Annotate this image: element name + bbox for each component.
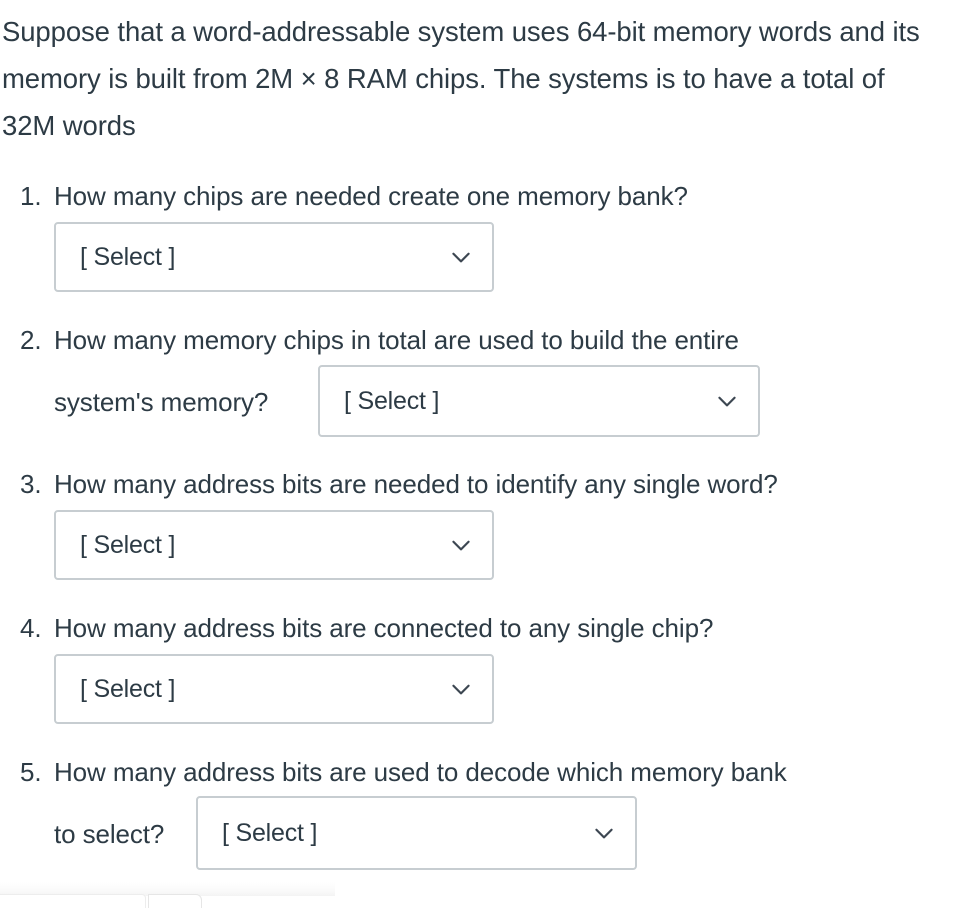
question-3-line: 3. How many address bits are needed to i… — [0, 464, 964, 504]
question-5-select-value: [ Select ] — [222, 818, 318, 847]
question-stem-text: Suppose that a word-addressable system u… — [2, 16, 928, 141]
question-2-select-value: [ Select ] — [344, 386, 440, 415]
question-4-text: How many address bits are connected to a… — [54, 613, 714, 643]
question-item-4: 4. How many address bits are connected t… — [0, 608, 964, 648]
question-2-select[interactable]: [ Select ] — [318, 365, 760, 437]
question-3-select-value: [ Select ] — [80, 530, 176, 559]
question-5-line-1: 5. How many address bits are used to dec… — [0, 752, 964, 792]
question-2-line-1: 2. How many memory chips in total are us… — [0, 320, 964, 360]
question-5-text-line-1: How many address bits are used to decode… — [54, 757, 787, 787]
question-4-line: 4. How many address bits are connected t… — [0, 608, 964, 648]
question-3-select[interactable]: [ Select ] — [54, 510, 494, 580]
question-5-number: 5. — [20, 757, 42, 787]
question-1-select[interactable]: [ Select ] — [54, 222, 494, 292]
question-3-number: 3. — [20, 469, 42, 499]
question-4-number: 4. — [20, 613, 42, 643]
question-1-text: How many chips are needed create one mem… — [54, 181, 688, 211]
question-item-3: 3. How many address bits are needed to i… — [0, 464, 964, 504]
chevron-down-icon — [448, 244, 474, 270]
chevron-down-icon — [448, 676, 474, 702]
question-1-number: 1. — [20, 181, 42, 211]
question-4-select-value: [ Select ] — [80, 674, 176, 703]
chevron-down-icon — [714, 388, 740, 414]
question-5-text-line-2: to select? — [54, 819, 165, 849]
question-1-line: 1. How many chips are needed create one … — [0, 176, 964, 216]
question-2-text-line-2: system's memory? — [54, 387, 269, 417]
question-item-1: 1. How many chips are needed create one … — [0, 176, 964, 216]
question-3-text: How many address bits are needed to iden… — [54, 469, 778, 499]
question-item-5: 5. How many address bits are used to dec… — [0, 752, 964, 854]
question-2-line-2: system's memory? — [0, 382, 964, 422]
question-item-2: 2. How many memory chips in total are us… — [0, 320, 964, 422]
question-2-text-line-1: How many memory chips in total are used … — [54, 325, 739, 355]
question-1-select-value: [ Select ] — [80, 242, 176, 271]
chevron-down-icon — [448, 532, 474, 558]
question-2-number: 2. — [20, 325, 42, 355]
question-4-select[interactable]: [ Select ] — [54, 654, 494, 724]
question-5-select[interactable]: [ Select ] — [196, 796, 637, 870]
question-5-line-2: to select? — [0, 814, 964, 854]
chevron-down-icon — [591, 820, 617, 846]
